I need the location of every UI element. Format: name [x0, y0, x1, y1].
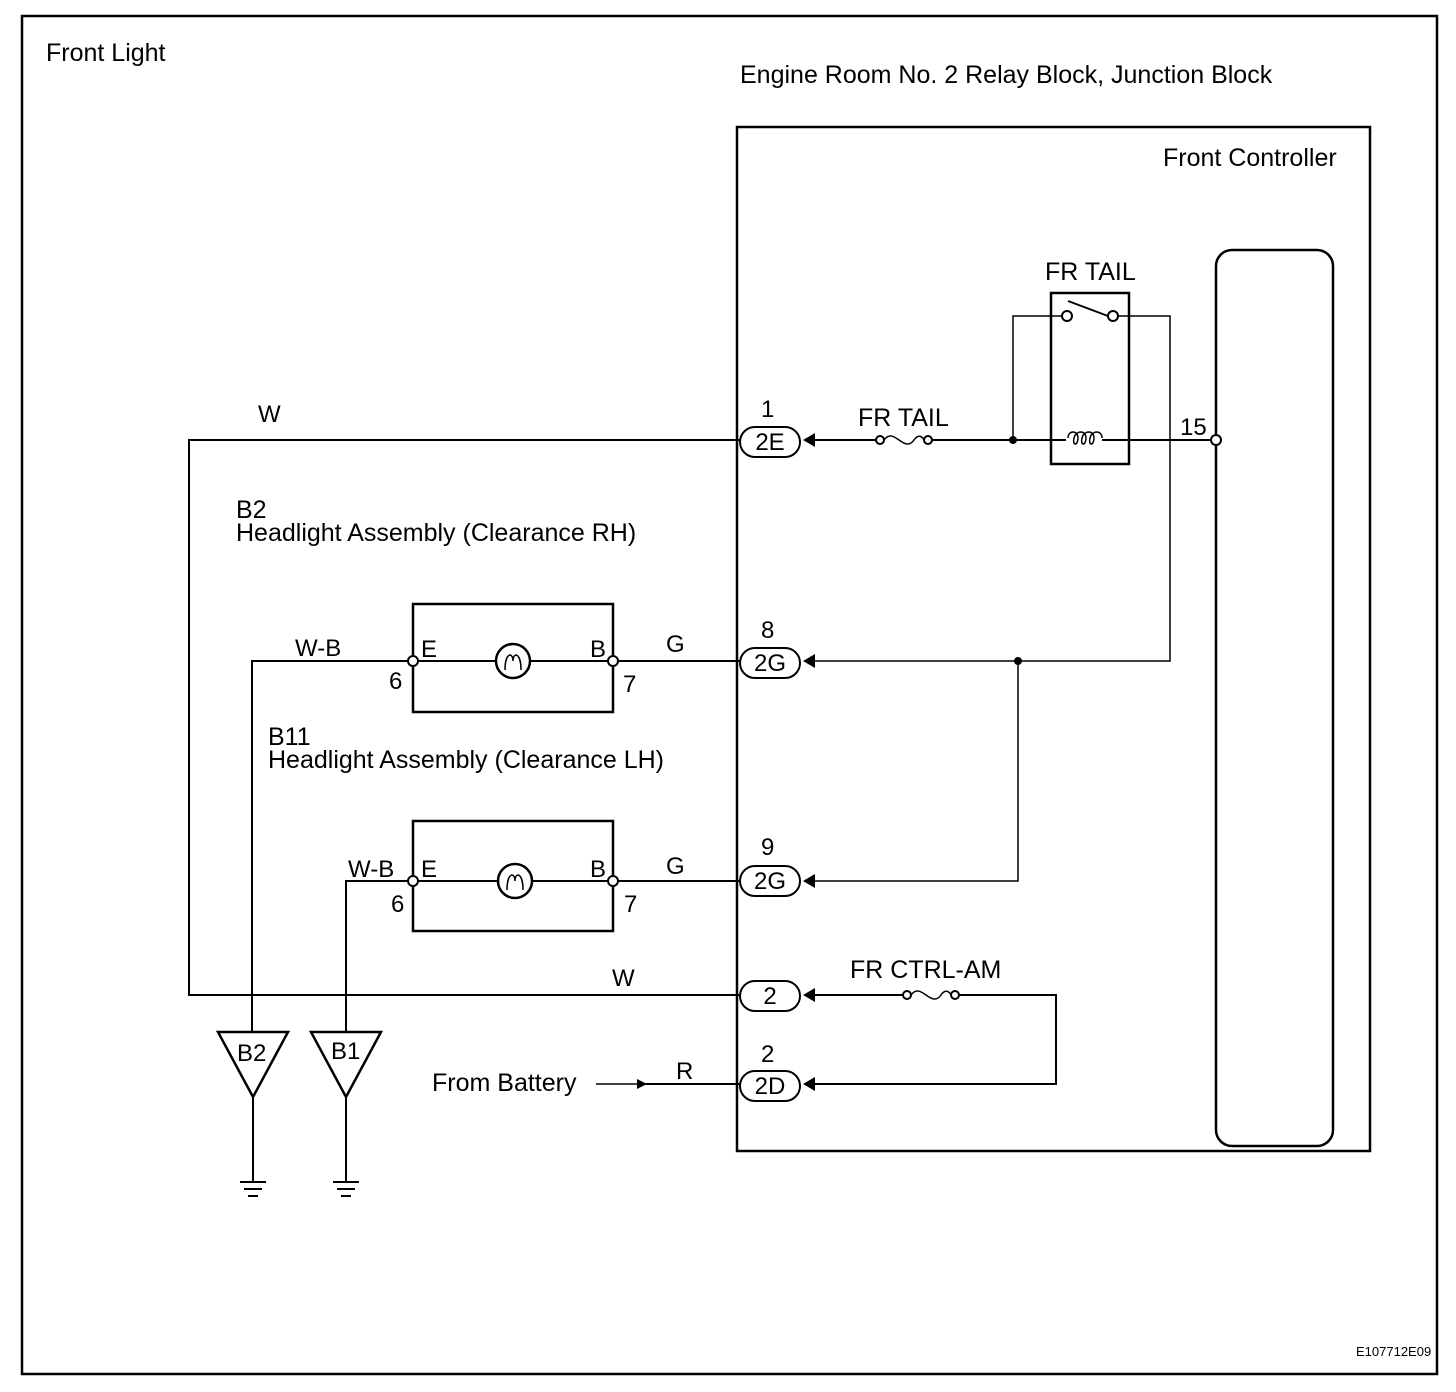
connector-2g9-pin: 9	[761, 834, 774, 861]
wire-top-w	[188, 439, 740, 996]
headlight-rh-pin-e	[407, 655, 419, 667]
relay-box	[1049, 291, 1131, 466]
headlight-lh-pin-b	[607, 875, 619, 887]
relay-contact-right	[1107, 310, 1119, 322]
connector-2d-pin: 2	[761, 1041, 774, 1068]
connector-2-terminal-icon	[803, 988, 815, 1002]
fuse-fr-tail-label: FR TAIL	[858, 404, 949, 432]
connector-2g9-label: 2G	[754, 868, 786, 895]
connector-2e-label: 2E	[755, 429, 784, 456]
ground-b1-icon	[333, 1181, 359, 1197]
junction-dot-relay	[1009, 436, 1017, 444]
headlight-rh-code: B2	[236, 496, 267, 524]
wire-label-top-w: W	[258, 401, 281, 428]
block-title: Engine Room No. 2 Relay Block, Junction …	[740, 61, 1273, 89]
connector-2d	[739, 1070, 801, 1102]
headlight-lh-name: Headlight Assembly (Clearance LH)	[268, 746, 664, 774]
front-controller-box	[1214, 248, 1335, 1148]
connector-2g8-pin: 8	[761, 617, 774, 644]
relay-coil-icon	[1067, 431, 1103, 445]
figure-code: E107712E09	[1356, 1344, 1431, 1359]
fuse-ctrl-end-right	[950, 990, 960, 1000]
wire-relay-switch-right	[1018, 315, 1171, 662]
connector-2d-terminal-icon	[803, 1077, 815, 1091]
wire-label-rh-ground: W-B	[295, 635, 341, 662]
wire-junction-to-2g9	[815, 661, 1019, 882]
headlight-rh-pin-e-num: 6	[389, 668, 402, 695]
relay-label: FR TAIL	[1045, 258, 1136, 286]
fuse-ctrl-end-left	[902, 990, 912, 1000]
headlight-lh-pin-e	[407, 875, 419, 887]
from-battery-label: From Battery	[432, 1069, 577, 1097]
headlight-rh-pin-e-label: E	[421, 636, 437, 663]
headlight-rh-pin-b-label: B	[590, 636, 606, 663]
fuse-fr-tail-end-right	[923, 435, 933, 445]
headlight-rh-pin-b	[607, 655, 619, 667]
ground-b2-icon	[240, 1181, 266, 1197]
diagram-frame	[20, 14, 1439, 1376]
relay-block-box	[735, 125, 1372, 1153]
wire-label-lh-ground: W-B	[348, 856, 394, 883]
wire-fuse-to-2d	[815, 994, 1057, 1085]
wire-label-lh-feed: G	[666, 853, 685, 880]
headlight-lh-code: B11	[268, 723, 311, 751]
connector-2g8-terminal-icon	[803, 654, 815, 668]
connector-2	[739, 980, 801, 1012]
headlight-rh-name: Headlight Assembly (Clearance RH)	[236, 519, 636, 547]
ground-b2-triangle	[215, 1030, 291, 1100]
wire-label-rh-feed: G	[666, 631, 685, 658]
fuse-fr-ctrl-am-icon	[910, 990, 952, 1000]
ground-b1-triangle	[308, 1030, 384, 1100]
connector-2e	[739, 426, 801, 458]
headlight-lh-pin-b-num: 7	[624, 891, 637, 918]
ground-b2-label: B2	[237, 1040, 266, 1067]
wire-lh-ground	[345, 880, 408, 1032]
controller-terminal-15	[1210, 434, 1222, 446]
fuse-fr-tail-end-left	[875, 435, 885, 445]
headlight-lh-filament	[506, 874, 524, 891]
connector-2d-label: 2D	[755, 1073, 786, 1100]
headlight-lh-pin-b-label: B	[590, 856, 606, 883]
headlight-lh-pin-e-num: 6	[391, 891, 404, 918]
relay-contact-left	[1061, 310, 1073, 322]
connector-2g9-terminal-icon	[803, 874, 815, 888]
diagram-title: Front Light	[46, 39, 166, 67]
fuse-fr-ctrl-am-label: FR CTRL-AM	[850, 956, 1001, 984]
connector-2-label: 2	[763, 983, 776, 1010]
connector-2g8	[739, 647, 801, 679]
fuse-fr-tail-icon	[883, 435, 925, 445]
wire-rh-ground	[251, 660, 408, 1032]
connector-2e-pin: 1	[761, 396, 774, 423]
wire-label-bottom-w: W	[612, 965, 635, 992]
ground-b1-label: B1	[331, 1038, 360, 1065]
connector-2e-terminal-icon	[803, 433, 815, 447]
headlight-lh-pin-e-label: E	[421, 856, 437, 883]
headlight-rh-pin-b-num: 7	[623, 671, 636, 698]
wire-relay-switch-left	[1012, 315, 1062, 440]
connector-2g8-label: 2G	[754, 650, 786, 677]
relay-switch-arm	[1067, 300, 1109, 317]
headlight-rh-filament	[504, 654, 522, 671]
terminal-15-label: 15	[1180, 414, 1207, 441]
front-controller-label: Front Controller	[1163, 144, 1337, 172]
connector-2g9	[739, 865, 801, 897]
wire-label-battery: R	[676, 1058, 693, 1085]
